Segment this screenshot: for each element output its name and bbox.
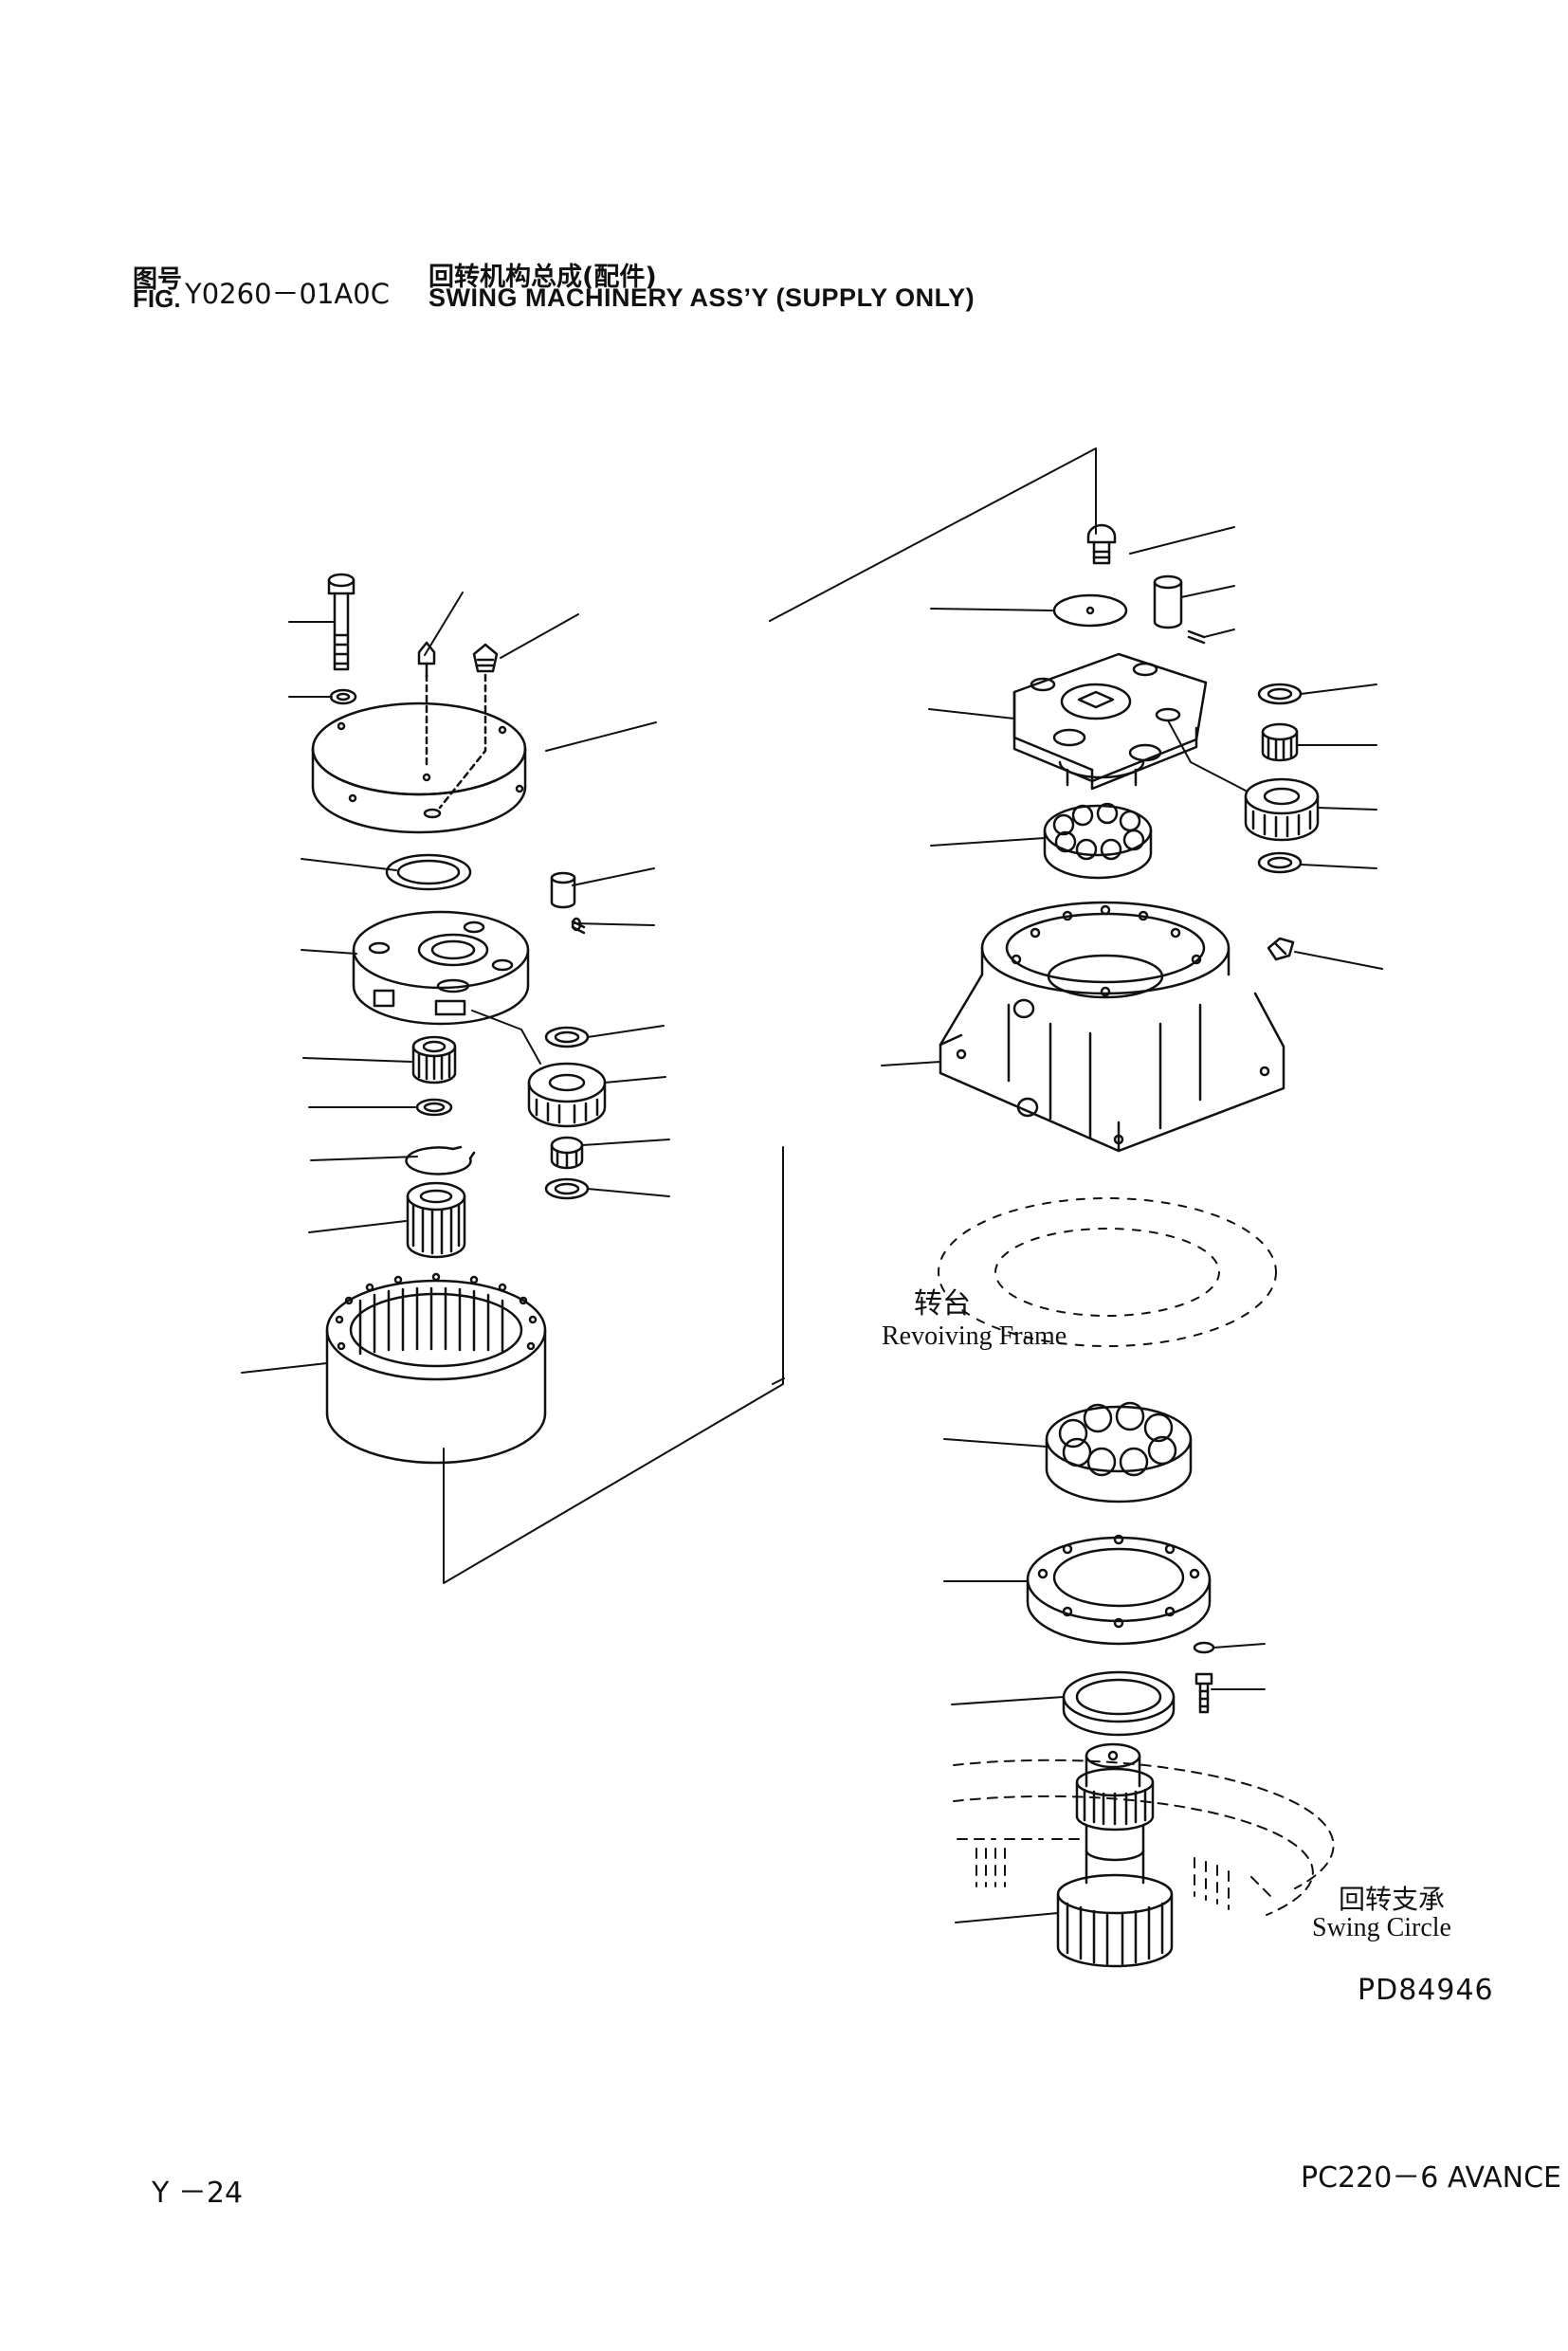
plate-part	[1052, 593, 1128, 628]
swing-circle-outline	[953, 1759, 1335, 1916]
snap-ring-part	[405, 1145, 476, 1176]
oil-seal-part	[1062, 1670, 1176, 1737]
sun-gear-part	[406, 1181, 466, 1259]
washer-bolt-part	[1193, 1641, 1215, 1714]
ball-bearing-upper-part	[1043, 802, 1153, 880]
title-cn: 回转机构总成(配件)	[428, 263, 657, 292]
cover-plate-part	[311, 673, 527, 834]
model-name: PC220－6 AVANCE	[1301, 2161, 1561, 2195]
planet-carrier-part	[352, 910, 530, 1026]
carrier-upper-part	[1012, 652, 1208, 791]
washer-part	[329, 688, 357, 705]
revolving-frame-label-en: Revoiving Frame	[882, 1321, 1067, 1351]
thrust-washer-part	[544, 1026, 590, 1048]
fig-label-en: FIG.	[133, 284, 181, 313]
pin-part	[550, 871, 586, 935]
ring-part	[415, 1098, 453, 1117]
ball-bearing-lower-part	[1045, 1401, 1193, 1504]
planet-gear-part	[471, 1010, 607, 1128]
revolving-frame-label-cn: 转台	[914, 1287, 971, 1321]
swing-circle-label-cn: 回转支承	[1339, 1884, 1446, 1915]
drawing-number: PD84946	[1358, 1974, 1494, 2007]
assembly-connector-line	[443, 447, 1097, 1584]
leader-lines	[241, 526, 1383, 1923]
plug-part	[1267, 937, 1295, 961]
breather-part	[1086, 523, 1117, 565]
grease-fitting-part	[417, 641, 499, 679]
ring-gear-part	[325, 1272, 547, 1465]
washer-right-part	[1257, 851, 1303, 874]
title-en: SWING MACHINERY ASS’Y (SUPPLY ONLY)	[428, 283, 975, 312]
washer-small-part	[544, 1177, 590, 1200]
bolt-part	[327, 573, 356, 671]
dowel-pin-part	[1153, 574, 1206, 645]
needle-bearing-part	[411, 1035, 457, 1084]
needle-bearing-right-part	[1261, 722, 1299, 762]
fig-code: Y0260－01A0C	[185, 278, 390, 310]
pinion-shaft-part	[1056, 1742, 1174, 1968]
small-bearing-part	[550, 1136, 584, 1170]
swing-circle-label-en: Swing Circle	[1312, 1913, 1451, 1942]
assembly-connector-line-2	[769, 620, 785, 1385]
swing-housing-part	[939, 901, 1285, 1153]
seal-ring-part	[385, 853, 472, 891]
flange-part	[1026, 1534, 1212, 1646]
thrust-washer-right-part	[1257, 683, 1303, 705]
revolving-frame-outline	[938, 1197, 1277, 1347]
page-number: Y －24	[152, 2177, 244, 2210]
fig-label-cn: 图号	[133, 265, 183, 294]
planet-gear-right-part	[1167, 720, 1320, 842]
